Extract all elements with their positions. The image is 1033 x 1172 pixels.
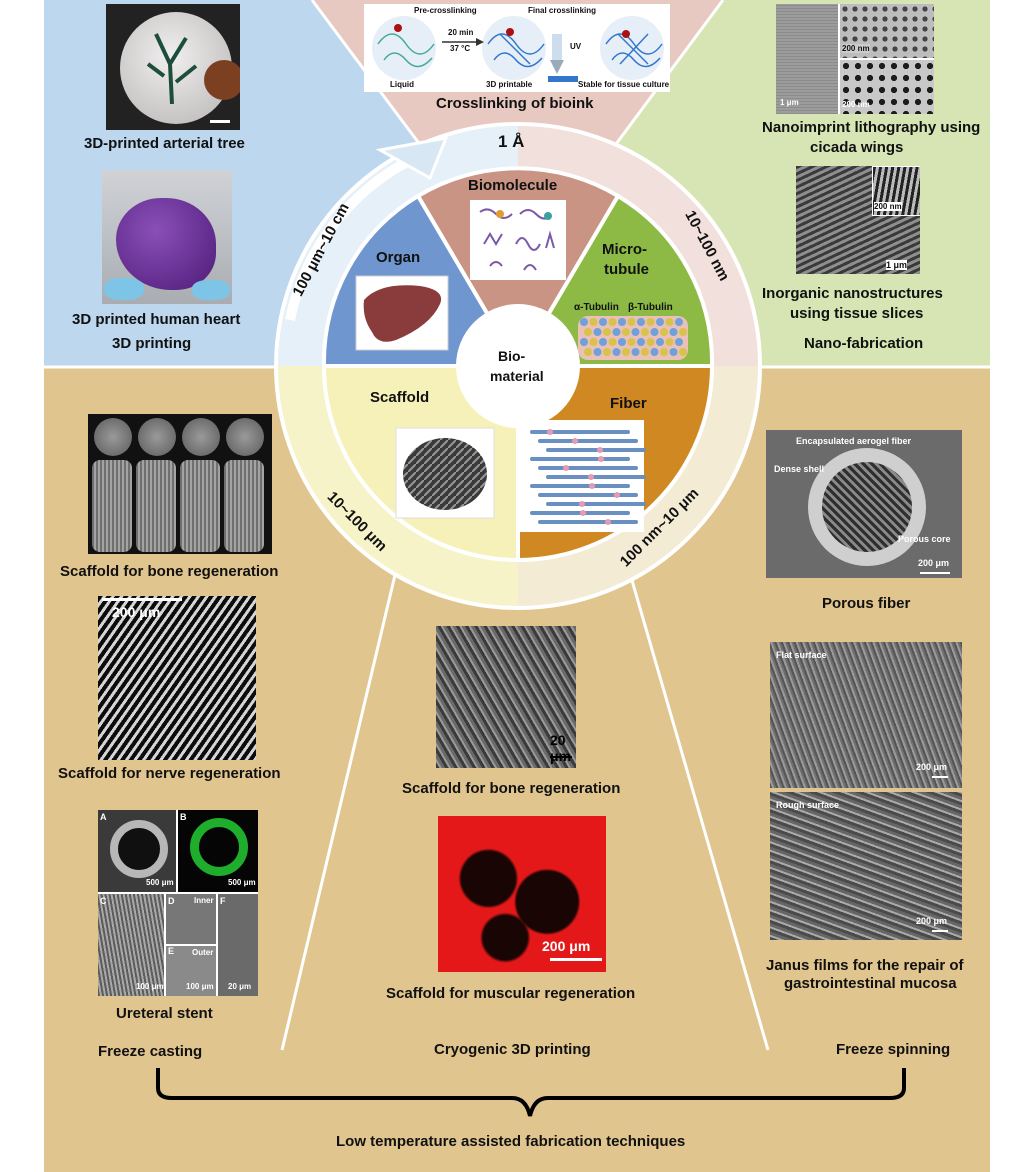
human-heart-caption: 3D printed human heart (72, 311, 241, 328)
bone-scaffold-sem (88, 414, 272, 554)
nerve-scaffold-sem: 200 μm (98, 596, 256, 760)
stent-scalebar-5: 20 μm (228, 982, 252, 991)
dense-shell-label: Dense shell (774, 464, 825, 474)
flat-scalebar-label: 200 μm (916, 762, 948, 772)
nerve-scalebar-label: 200 μm (112, 604, 161, 620)
cryogenic-bone-scaffold-sem: 20 μm (436, 626, 576, 768)
scalebar-200nm-a: 200 nm (842, 44, 870, 53)
panel-letter-b: B (180, 812, 187, 822)
ureteral-stent-caption: Ureteral stent (116, 1005, 213, 1022)
bioink-caption: Crosslinking of bioink (436, 95, 594, 112)
center-circle (456, 304, 580, 428)
scaffold-label: Scaffold (370, 389, 430, 406)
organ-label: Organ (376, 249, 421, 266)
scalebar-200nm-c: 200 nm (874, 202, 902, 211)
janus-flat-surface-sem: Flat surface 200 μm (770, 642, 962, 788)
scaffold-lattice-icon (395, 427, 495, 519)
panel-letter-c: C (100, 896, 107, 906)
muscle-scaffold-caption: Scaffold for muscular regeneration (386, 985, 636, 1002)
biomolecule-structures-icon (470, 200, 566, 280)
footer-caption: Low temperature assisted fabrication tec… (336, 1133, 686, 1150)
nanoimprint-caption-1: Nanoimprint lithography using (762, 119, 981, 136)
aerogel-label: Encapsulated aerogel fiber (796, 436, 912, 446)
printable-label: 3D printable (486, 80, 533, 89)
stent-scalebar-3: 100 μm (136, 982, 164, 991)
cryo-bone-caption: Scaffold for bone regeneration (402, 780, 621, 797)
technique-bracket (156, 1068, 906, 1117)
porous-core-label: Porous core (898, 534, 951, 544)
panel-letter-e: E (168, 946, 175, 956)
microtubule-label-1: Micro- (602, 241, 647, 258)
inorganic-caption-1: Inorganic nanostructures (762, 285, 943, 302)
bone-scaffold-caption: Scaffold for bone regeneration (60, 563, 279, 580)
freeze-spinning-category: Freeze spinning (836, 1041, 951, 1058)
aerogel-scalebar-label: 200 μm (918, 558, 950, 568)
3d-printing-category: 3D printing (112, 335, 192, 352)
arterial-tree-caption: 3D-printed arterial tree (84, 135, 245, 152)
alpha-tubulin-label: α-Tubulin (574, 302, 619, 313)
muscular-scaffold-fluorescence: 200 μm (438, 816, 606, 972)
fiber-bundle-icon (520, 420, 646, 532)
uv-label: UV (570, 42, 582, 51)
muscle-scalebar-label: 200 μm (542, 938, 591, 954)
stent-scalebar-2: 500 μm (228, 878, 256, 887)
beta-tubulin-label: β-Tubulin (628, 302, 673, 313)
liver-icon (355, 275, 449, 351)
panel-letter-d: D (168, 896, 175, 906)
arterial-tree-photo (106, 4, 240, 130)
porous-fiber-caption: Porous fiber (822, 595, 911, 612)
center-label-2: material (490, 368, 544, 384)
scalebar-1um-b: 1 μm (886, 260, 908, 270)
microtubule-icon (578, 316, 688, 360)
freeze-casting-category: Freeze casting (98, 1043, 203, 1060)
rough-surface-label: Rough surface (776, 800, 840, 810)
final-crosslinking-label: Final crosslinking (528, 6, 597, 15)
stent-scalebar-4: 100 μm (186, 982, 214, 991)
inorganic-caption-2: using tissue slices (790, 305, 924, 322)
stent-scalebar-1: 500 μm (146, 878, 174, 887)
biomolecule-label: Biomolecule (468, 177, 558, 194)
bone-scalebar-label: 20 μm (550, 732, 572, 764)
panel-letter-f: F (220, 896, 226, 906)
temperature-label: 37 °C (450, 44, 471, 53)
tissue-slice-nanostructure-sem: 200 nm 1 μm (796, 166, 920, 274)
ring-label-biomolecule: 1 Å (498, 132, 525, 151)
scalebar-200nm-b: 200 nm (842, 100, 870, 109)
nanoimprint-caption-2: cicada wings (810, 139, 904, 156)
bioink-crosslinking-schematic: Pre-crosslinking Final crosslinking 20 m… (364, 4, 670, 92)
rough-scalebar-label: 200 μm (916, 916, 948, 926)
panel-letter-a: A (100, 812, 107, 822)
janus-caption-1: Janus films for the repair of (766, 957, 964, 974)
janus-caption-2: gastrointestinal mucosa (784, 975, 957, 992)
scalebar-1um: 1 μm (780, 98, 799, 107)
nerve-scaffold-caption: Scaffold for nerve regeneration (58, 765, 281, 782)
nano-fabrication-category: Nano-fabrication (804, 335, 924, 352)
outer-label: Outer (192, 948, 214, 957)
cryogenic-category: Cryogenic 3D printing (434, 1041, 591, 1058)
inner-label: Inner (194, 896, 214, 905)
center-label-1: Bio- (498, 348, 526, 364)
cicada-wing-sem: 1 μm 200 nm 200 nm (776, 4, 934, 114)
time-label: 20 min (448, 28, 474, 37)
liquid-label: Liquid (390, 80, 414, 89)
microtubule-label-2: tubule (604, 261, 649, 278)
aerogel-fiber-sem: Encapsulated aerogel fiber Dense shell P… (766, 430, 962, 578)
stable-label: Stable for tissue culture (578, 80, 670, 89)
ureteral-stent-micrographs: A B C D E F Inner Outer 500 μm 500 μm 10… (98, 810, 258, 996)
flat-surface-label: Flat surface (776, 650, 827, 660)
janus-rough-surface-sem: Rough surface 200 μm (770, 792, 962, 940)
fiber-label: Fiber (610, 395, 647, 412)
human-heart-photo (102, 170, 232, 304)
pre-crosslinking-label: Pre-crosslinking (414, 6, 477, 15)
